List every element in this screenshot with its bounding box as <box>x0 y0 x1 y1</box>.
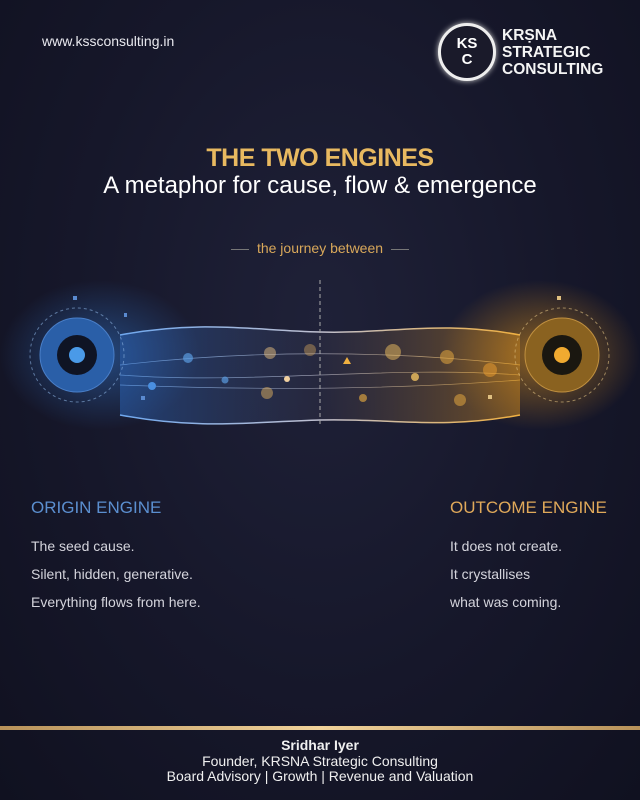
logo-line: KRṢNA <box>502 26 558 44</box>
logo-line: STRATEGIC <box>502 43 591 61</box>
page-subtitle: A metaphor for cause, flow & emergence <box>103 172 537 199</box>
footer: Sridhar Iyer Founder, KRSNA Strategic Co… <box>0 737 640 785</box>
logo-seal-bottom: C <box>461 51 473 68</box>
page-title: THE TWO ENGINES <box>206 144 434 172</box>
journey-text: the journey between <box>256 240 384 256</box>
origin-line: The seed cause. <box>31 538 135 554</box>
outcome-heading: OUTCOME ENGINE <box>450 498 607 517</box>
origin-line: Everything flows from here. <box>31 594 201 610</box>
origin-engine-icon <box>29 296 145 403</box>
website-url[interactable]: www.kssconsulting.in <box>42 33 175 49</box>
logo-seal-top: KS <box>456 35 478 52</box>
outcome-engine-icon <box>488 296 610 403</box>
author-name: Sridhar Iyer <box>281 737 359 753</box>
author-role: Founder, KRSNA Strategic Consulting <box>202 752 438 769</box>
particles <box>148 344 497 406</box>
dash-divider <box>230 248 249 250</box>
author-tagline: Board Advisory | Growth | Revenue and Va… <box>166 768 474 784</box>
flow-band <box>120 326 520 424</box>
outcome-line: what was coming. <box>450 594 562 610</box>
origin-line: Silent, hidden, generative. <box>31 566 193 582</box>
two-engines-illustration <box>0 280 640 430</box>
outcome-line: It crystallises <box>450 566 531 582</box>
dash-divider <box>391 248 410 250</box>
origin-engine-section: ORIGIN ENGINE The seed cause. Silent, hi… <box>31 498 251 622</box>
outcome-engine-section: OUTCOME ENGINE It does not create. It cr… <box>450 498 640 622</box>
gold-divider <box>0 726 640 730</box>
logo-wordmark: KRṢNA STRATEGIC CONSULTING <box>502 27 603 78</box>
logo-line: CONSULTING <box>502 60 604 78</box>
outcome-line: It does not create. <box>450 538 563 554</box>
origin-heading: ORIGIN ENGINE <box>31 498 162 517</box>
journey-label: the journey between <box>0 240 640 256</box>
